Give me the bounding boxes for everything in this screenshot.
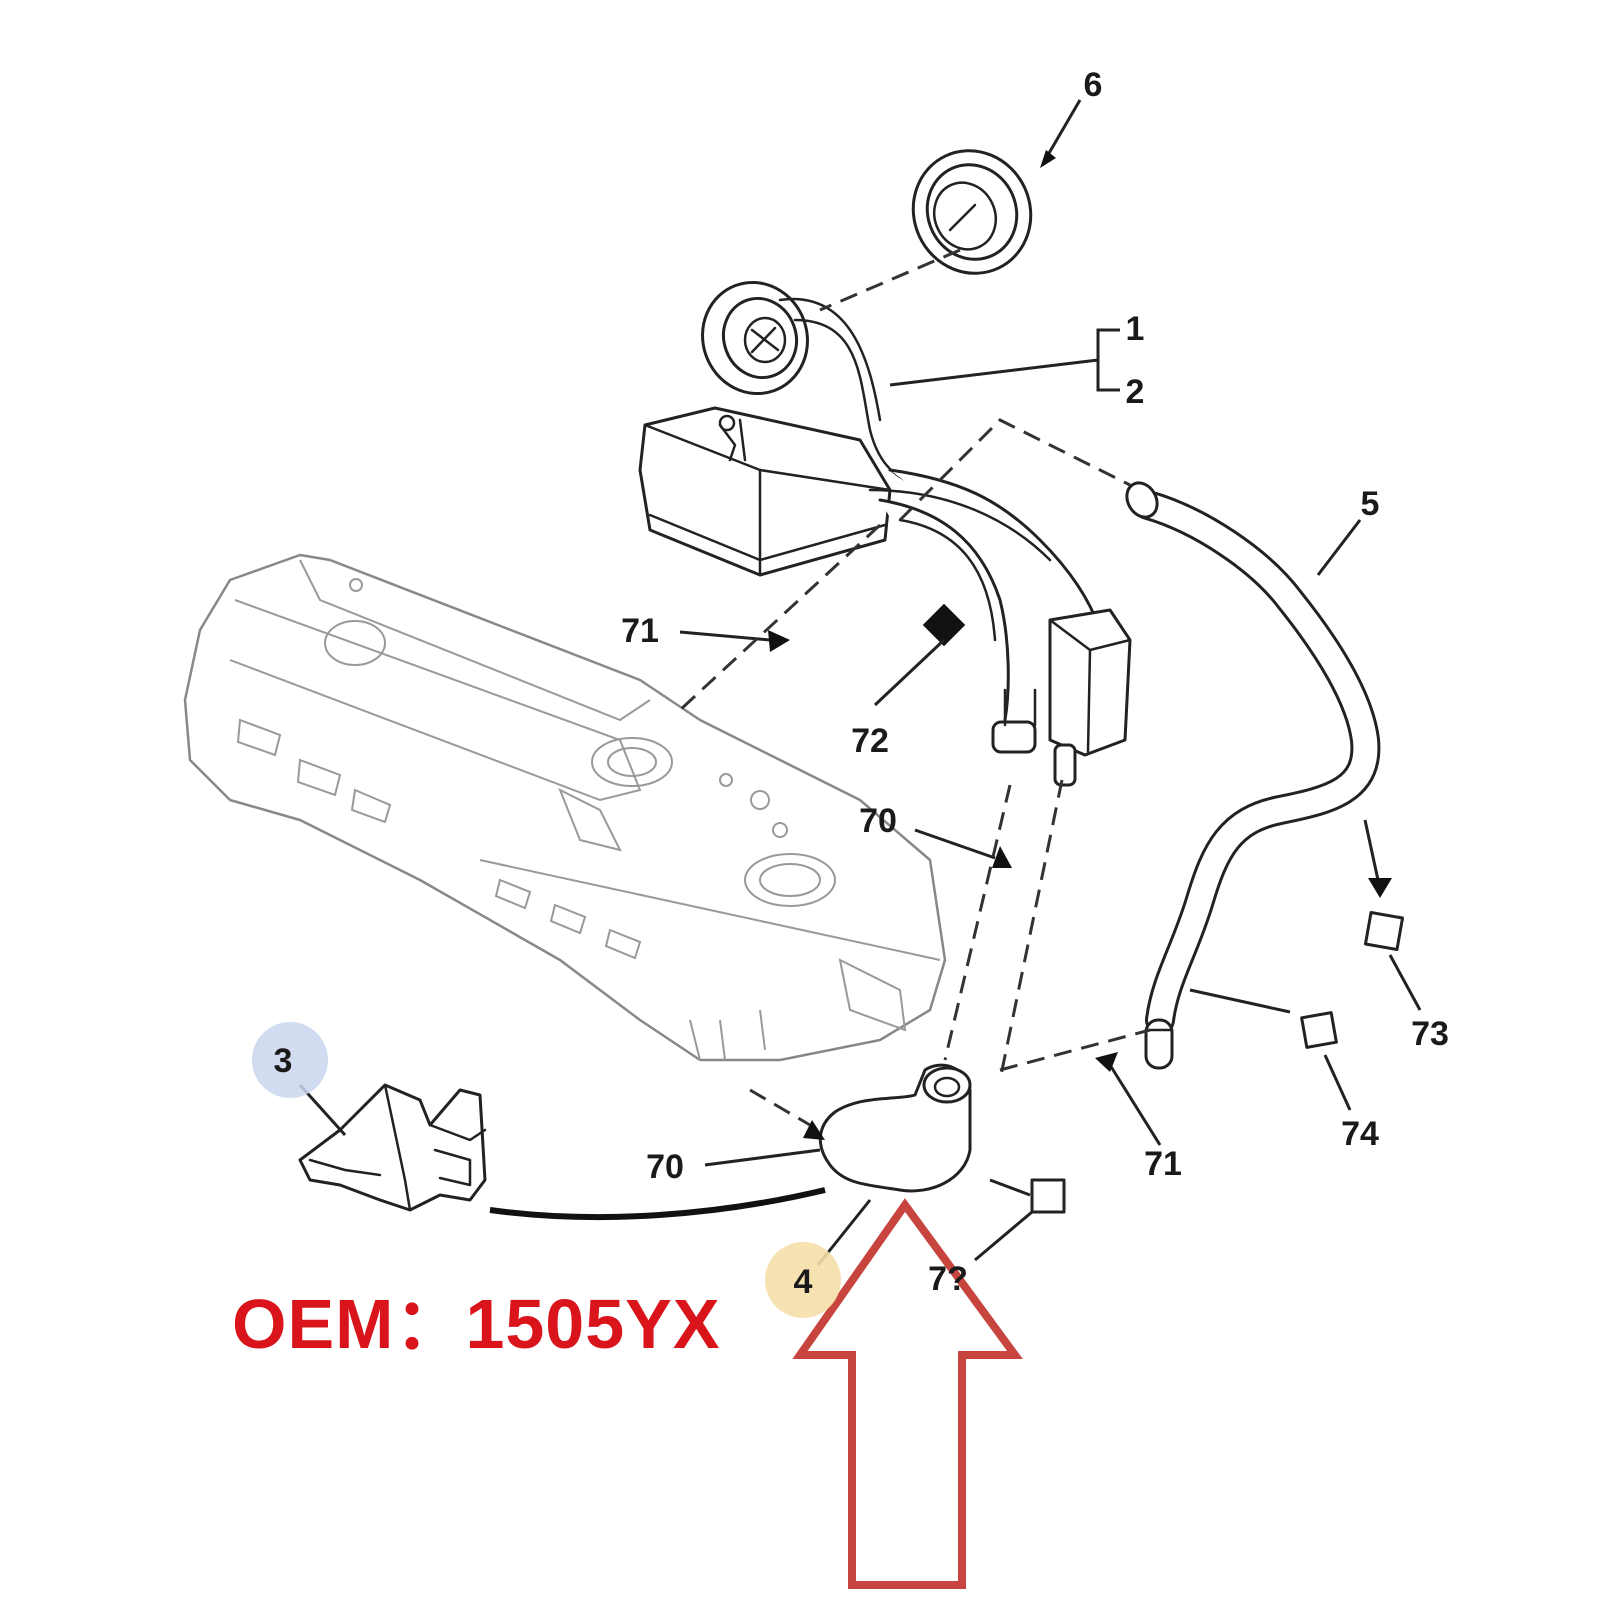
callout-1: 1: [1126, 310, 1145, 348]
callout-5: 5: [1361, 485, 1380, 523]
callout-70-upper: 70: [859, 802, 897, 840]
filler-neck-assembly: [638, 280, 1132, 787]
vent-hose: [1125, 481, 1381, 1070]
callout-72: 72: [851, 722, 889, 760]
fuel-tank: [183, 553, 947, 1062]
clip-square-74: [1300, 1011, 1338, 1049]
callout-71-lower: 71: [1144, 1145, 1182, 1183]
assembly-dashed-lines: [678, 248, 1151, 1127]
callout-70-lower: 70: [646, 1148, 684, 1186]
leader-lines: [298, 99, 1422, 1266]
callout-73: 73: [1411, 1015, 1449, 1053]
callout-2: 2: [1126, 373, 1145, 411]
filler-cap-ring: [911, 149, 1033, 275]
callout-3: 3: [274, 1042, 293, 1080]
callout-6: 6: [1084, 66, 1103, 104]
callout-7x: 7?: [928, 1260, 968, 1298]
callout-badge-4: [765, 1242, 841, 1318]
oem-part-number: OEM：1505YX: [232, 1285, 721, 1363]
callout-4: 4: [794, 1263, 813, 1301]
hose-clip-bracket: [298, 1083, 487, 1212]
clip-square-73: [1363, 910, 1405, 952]
clip-square-7x: [1030, 1178, 1066, 1214]
callout-badge-3: [252, 1022, 328, 1098]
callout-71-top: 71: [621, 612, 659, 650]
highlight-arrow: [792, 1198, 1023, 1589]
elbow-hose-1505yx: [818, 1063, 972, 1193]
callout-74: 74: [1341, 1115, 1379, 1153]
